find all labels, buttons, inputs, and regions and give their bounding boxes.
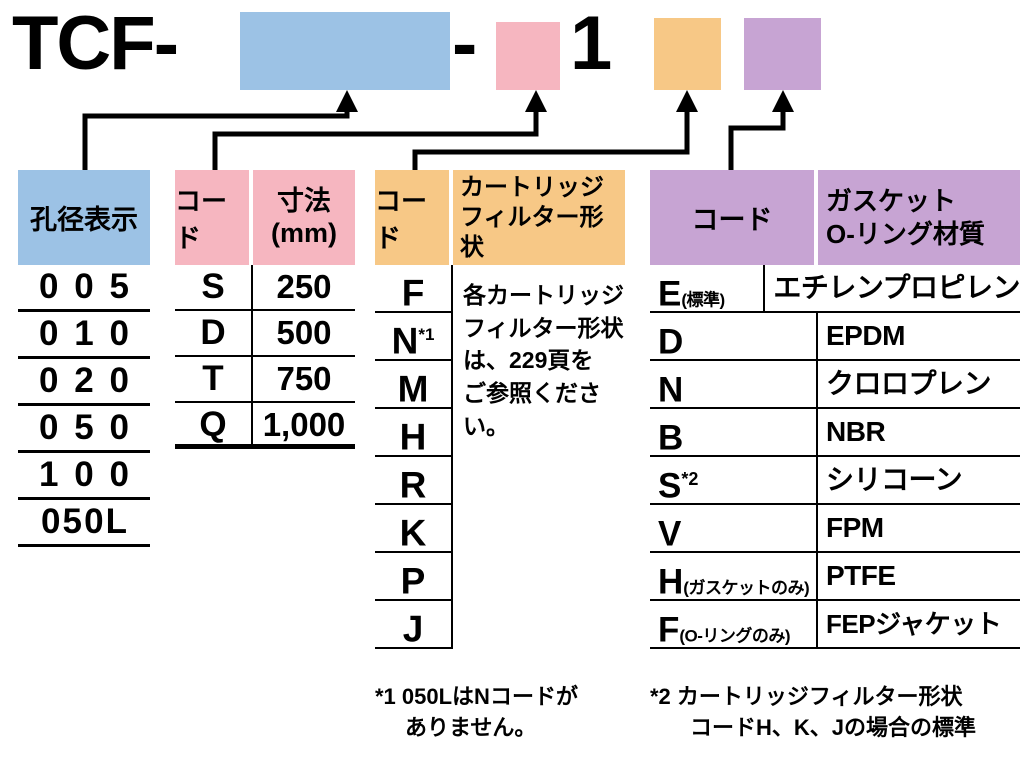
footnote-2-line1: *2 カートリッジフィルター形状 [650,684,963,709]
filter-shape-label-header: カートリッジ フィルター形状 [453,170,625,265]
filter-shape-table-header: コード カートリッジ フィルター形状 [375,170,625,265]
gasket-code-note: (O-リングのみ) [679,626,791,646]
filter-shape-code-cell: R [375,457,451,505]
dimension-code-header: コード [175,170,253,265]
gasket-row: H(ガスケットのみ) PTFE [650,553,1020,602]
gasket-material-header-line2: O-リング材質 [826,218,985,249]
bore-diameter-table: 孔径表示 005 010 020 050 100 050L [18,170,150,547]
dimension-size-cell: 250 [276,268,332,305]
gasket-row: D EPDM [650,313,1020,362]
dimension-code-placeholder-box [496,22,560,90]
gasket-row: F(O-リングのみ) FEPジャケット [650,601,1020,650]
dimension-size-cell: 750 [276,360,332,397]
gasket-material-header-line1: ガスケット [826,186,957,216]
dimension-row: Q 1,000 [175,403,355,449]
filter-shape-code-cell: P [375,553,451,601]
bore-value: 020 [18,359,150,406]
gasket-material-cell: EPDM [826,320,905,351]
gasket-code-cell: N [650,361,818,410]
connector-arrows [82,90,794,172]
gasket-code-cell: D [650,313,818,362]
dimension-row: S 250 [175,265,355,311]
dimension-row: T 750 [175,357,355,403]
arrow-bore-table-to-box [82,90,358,172]
dimension-code-cell: D [175,311,253,355]
gasket-material-cell: クロロプレン [826,368,992,399]
dimension-table-header: コード 寸法 (mm) [175,170,355,265]
dimension-size-cell: 500 [276,314,332,351]
gasket-row: E(標準) エチレンプロピレン [650,265,1020,314]
filter-shape-table-body: F N*1 M H R K P J 各カートリッジ フィルター形状 は、229頁… [375,265,625,649]
bore-value: 005 [18,265,150,312]
gasket-row: N クロロプレン [650,361,1020,410]
dimension-code-cell: S [175,265,253,309]
gasket-code-header: コード [650,170,818,265]
gasket-material-table: コード ガスケット O-リング材質 E(標準) エチレンプロピレン D EPDM… [650,170,1020,650]
gasket-code-note: (標準) [681,290,725,310]
gasket-code-cell: F(O-リングのみ) [650,601,818,650]
filter-shape-code-cell: F [375,265,451,313]
gasket-code-cell: B [650,409,818,458]
dimension-table: コード 寸法 (mm) S 250 D 500 T 750 Q 1,000 [175,170,355,449]
gasket-material-cell: FPM [826,512,884,543]
filter-shape-code-placeholder-box [654,18,721,90]
gasket-table-header: コード ガスケット O-リング材質 [650,170,1020,265]
arrow-dimension-table-to-box [212,90,547,172]
footnote-marker: *1 [418,325,435,344]
dimension-size-header-line2: (mm) [271,217,337,248]
gasket-material-header: ガスケット O-リング材質 [818,170,1020,265]
dimension-size-cell: 1,000 [262,406,346,443]
filter-shape-code-cell: K [375,505,451,553]
gasket-material-cell: FEPジャケット [826,609,1002,639]
filter-shape-code-column: F N*1 M H R K P J [375,265,453,649]
filter-shape-table: コード カートリッジ フィルター形状 F N*1 M H R K P J 各カー… [375,170,625,649]
footnote-1: *1 050LはNコードが ありません。 [375,681,578,743]
footnote-marker: *2 [681,469,699,489]
gasket-code-cell: E(標準) [650,265,766,314]
gasket-code-cell: H(ガスケットのみ) [650,553,818,602]
footnote-1-line2: ありません。 [405,715,537,740]
gasket-material-cell: NBR [826,416,886,447]
arrow-shape-table-to-box [412,90,698,172]
gasket-row: V FPM [650,505,1020,554]
dimension-size-header: 寸法 (mm) [253,170,355,265]
gasket-code-note: (ガスケットのみ) [683,578,810,598]
filter-shape-code-cell: J [375,601,451,649]
filter-shape-code-header: コード [375,170,453,265]
gasket-code-placeholder-box [744,18,821,90]
footnote-1-line1: *1 050LはNコードが [375,684,578,709]
bore-table-header: 孔径表示 [18,170,150,265]
filter-shape-code-cell: N*1 [375,313,451,361]
fixed-digit: 1 [570,1,612,86]
product-code-prefix: TCF- [12,1,179,86]
gasket-row: S*2 シリコーン [650,457,1020,506]
gasket-material-cell: エチレンプロピレン [773,272,1020,303]
bore-value: 010 [18,312,150,359]
filter-shape-code-cell: H [375,409,451,457]
filter-shape-header-line2: フィルター形状 [460,203,604,261]
dimension-code-cell: Q [175,403,253,444]
gasket-row: B NBR [650,409,1020,458]
filter-shape-description: 各カートリッジ フィルター形状 は、229頁を ご参照ください。 [463,282,624,439]
footnote-2: *2 カートリッジフィルター形状 コードH、K、Jの場合の標準 [650,681,976,743]
gasket-code-cell: S*2 [650,457,818,506]
dimension-row: D 500 [175,311,355,357]
bore-code-placeholder-box [240,12,450,90]
bore-value: 100 [18,453,150,500]
gasket-material-cell: PTFE [826,560,896,591]
gasket-material-cell: シリコーン [826,464,963,495]
dimension-size-header-line1: 寸法 [277,186,331,217]
dimension-code-cell: T [175,357,253,401]
bore-value: 050L [18,500,150,547]
separator-dash: - [452,1,477,86]
gasket-code-cell: V [650,505,818,554]
filter-shape-code-cell: M [375,361,451,409]
arrow-gasket-table-to-box [728,90,794,172]
filter-shape-header-line1: カートリッジ [460,173,604,201]
bore-value: 050 [18,406,150,453]
footnote-2-line2: コードH、K、Jの場合の標準 [690,715,977,740]
